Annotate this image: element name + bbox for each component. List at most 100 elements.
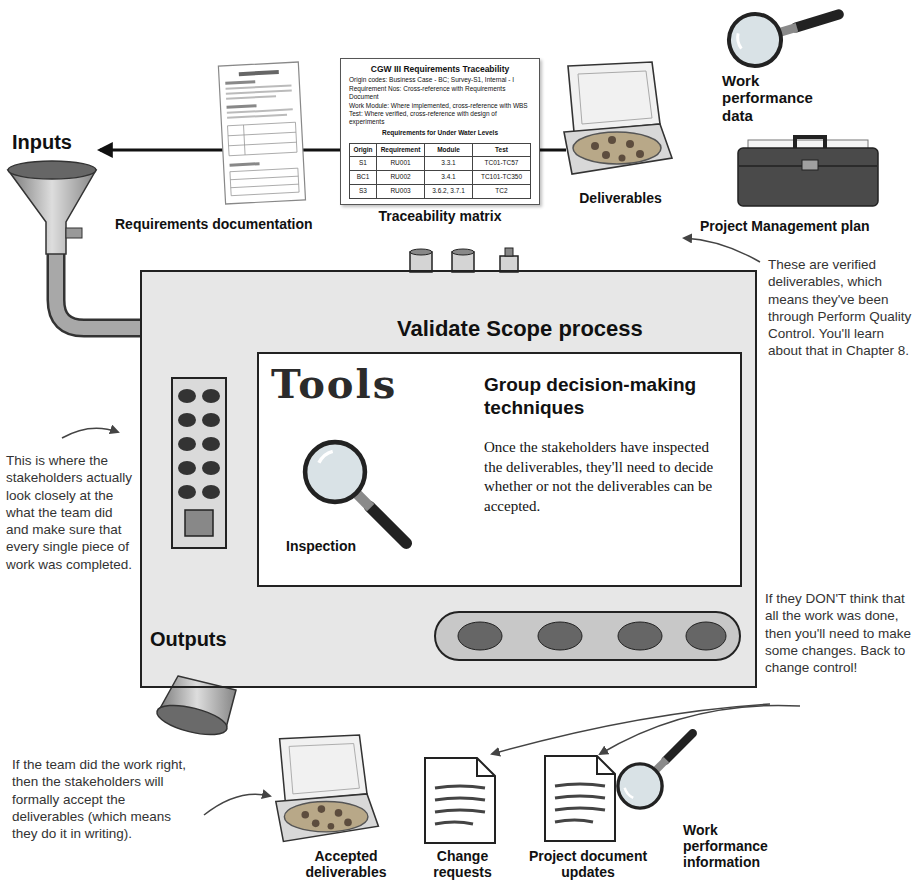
handwritten-note: This is where the stakeholders actually …: [6, 452, 134, 573]
conveyor-belt-part: [618, 622, 662, 650]
change-request-doc: [425, 758, 495, 843]
requirements-paper-part: [227, 114, 287, 119]
requirements-paper-part: [226, 95, 276, 100]
caption: Work performance information: [683, 822, 803, 870]
node-fills: [140, 270, 757, 688]
matrix-note: Requirement Nos: Cross-reference with Re…: [349, 85, 531, 101]
note-arrow: [204, 794, 270, 815]
handwritten-note: If they DON'T think that all the work wa…: [765, 590, 915, 676]
table-cell: 3.6.2, 3.7.1: [425, 185, 473, 199]
control-panel-part: [178, 461, 196, 475]
conveyor-belt-part: [686, 622, 726, 650]
table-cell: Test: [473, 143, 531, 157]
control-panel-part: [178, 389, 196, 403]
caption: Requirements documentation: [115, 216, 355, 232]
input-funnel-part: [8, 170, 96, 254]
requirements-paper-part: [226, 104, 256, 109]
requirements-paper-part: [228, 132, 296, 136]
control-panel-part: [185, 510, 213, 536]
caption: Change requests: [415, 848, 510, 880]
caption: Traceability matrix: [340, 208, 540, 224]
input-funnel-part: [66, 228, 82, 238]
document-update-doc: [545, 756, 615, 841]
caption: Project document updates: [508, 848, 668, 880]
table-cell: S1: [349, 157, 377, 171]
requirements-paper-part: [230, 162, 260, 167]
node-fill: [140, 270, 757, 688]
conveyor-belt: [435, 612, 740, 660]
control-panel-part: [178, 485, 196, 499]
matrix-note: Origin codes: Business Case - BC; Survey…: [349, 76, 531, 84]
table-cell: BC1: [349, 171, 377, 185]
process-machine: Validate Scope processToolsGroup decisio…: [140, 270, 757, 688]
plan-briefcase-part: [802, 160, 818, 170]
matrix-note: Test: Where verified, cross-reference wi…: [349, 110, 531, 126]
conveyor-belt-part: [435, 612, 740, 660]
requirements-paper: [218, 62, 305, 204]
input-pipe-part: [56, 252, 142, 328]
machine-chimneys-part: [410, 249, 432, 255]
requirements-paper-part: [231, 184, 299, 188]
control-panel-part: [172, 378, 226, 548]
caption: Accepted deliverables: [296, 848, 396, 880]
section-label: Inputs: [12, 131, 102, 154]
note-arrow: [62, 428, 118, 438]
process-title: Validate Scope process: [397, 316, 737, 342]
conveyor-belt-part: [458, 622, 502, 650]
output-horn: [154, 676, 236, 740]
table-cell: RU002: [377, 171, 425, 185]
table-cell: Requirement: [377, 143, 425, 157]
table-cell: 3.4.1: [425, 171, 473, 185]
plan-briefcase-part: [738, 148, 878, 206]
requirements-paper-part: [226, 84, 292, 89]
control-panel-part: [202, 461, 220, 475]
table-cell: Origin: [349, 143, 377, 157]
table-cell: RU001: [377, 157, 425, 171]
requirements-paper-part: [228, 122, 297, 156]
table-cell: Module: [425, 143, 473, 157]
handwritten-note: If the team did the work right, then the…: [12, 756, 197, 842]
handwritten-note: These are verified deliverables, which m…: [768, 256, 916, 360]
requirements-paper-part: [244, 125, 246, 155]
plan-briefcase: [738, 137, 878, 206]
requirements-paper-part: [230, 168, 299, 196]
panel-heading: Group decision-making techniques: [484, 374, 729, 420]
inspection-magnifier: [305, 442, 406, 543]
control-panel-part: [202, 389, 220, 403]
table-cell: S3: [349, 185, 377, 199]
table-cell: TC101-TC350: [473, 171, 531, 185]
deliverables-box: [564, 62, 672, 174]
input-funnel: [8, 161, 96, 254]
note-arrow: [492, 704, 770, 754]
machine-chimneys-part: [505, 248, 513, 256]
control-panel: [172, 378, 226, 548]
node-fill: [257, 352, 742, 587]
table-cell: TC01-TC57: [473, 157, 531, 171]
caption: Work performance data: [722, 72, 842, 124]
input-pipe: [56, 252, 142, 328]
control-panel-part: [202, 485, 220, 499]
output-horn-part: [154, 700, 230, 741]
table-cell: 3.3.1: [425, 157, 473, 171]
note-arrow: [684, 238, 760, 262]
control-panel-part: [202, 437, 220, 451]
requirements-paper-part: [227, 108, 293, 113]
requirements-paper-part: [225, 80, 255, 85]
requirements-paper-part: [229, 142, 297, 146]
matrix-note: Work Module: Where implemented, cross-re…: [349, 102, 531, 110]
matrix-table-caption: Requirements for Under Water Levels: [349, 129, 531, 137]
matrix-title: CGW III Requirements Traceability: [349, 64, 531, 74]
machine-chimneys-part: [452, 249, 474, 255]
note-arrow: [600, 705, 800, 754]
panel-body: Once the stakeholders have inspected the…: [484, 438, 729, 516]
requirements-paper-part: [230, 176, 298, 180]
requirements-paper-part: [239, 70, 279, 76]
input-funnel-part: [8, 161, 96, 179]
table-cell: TC2: [473, 185, 531, 199]
control-panel-part: [178, 413, 196, 427]
plan-briefcase-part: [795, 137, 825, 148]
control-panel-part: [178, 437, 196, 451]
machine-chimneys: [410, 248, 518, 272]
input-pipe-part: [56, 252, 142, 328]
